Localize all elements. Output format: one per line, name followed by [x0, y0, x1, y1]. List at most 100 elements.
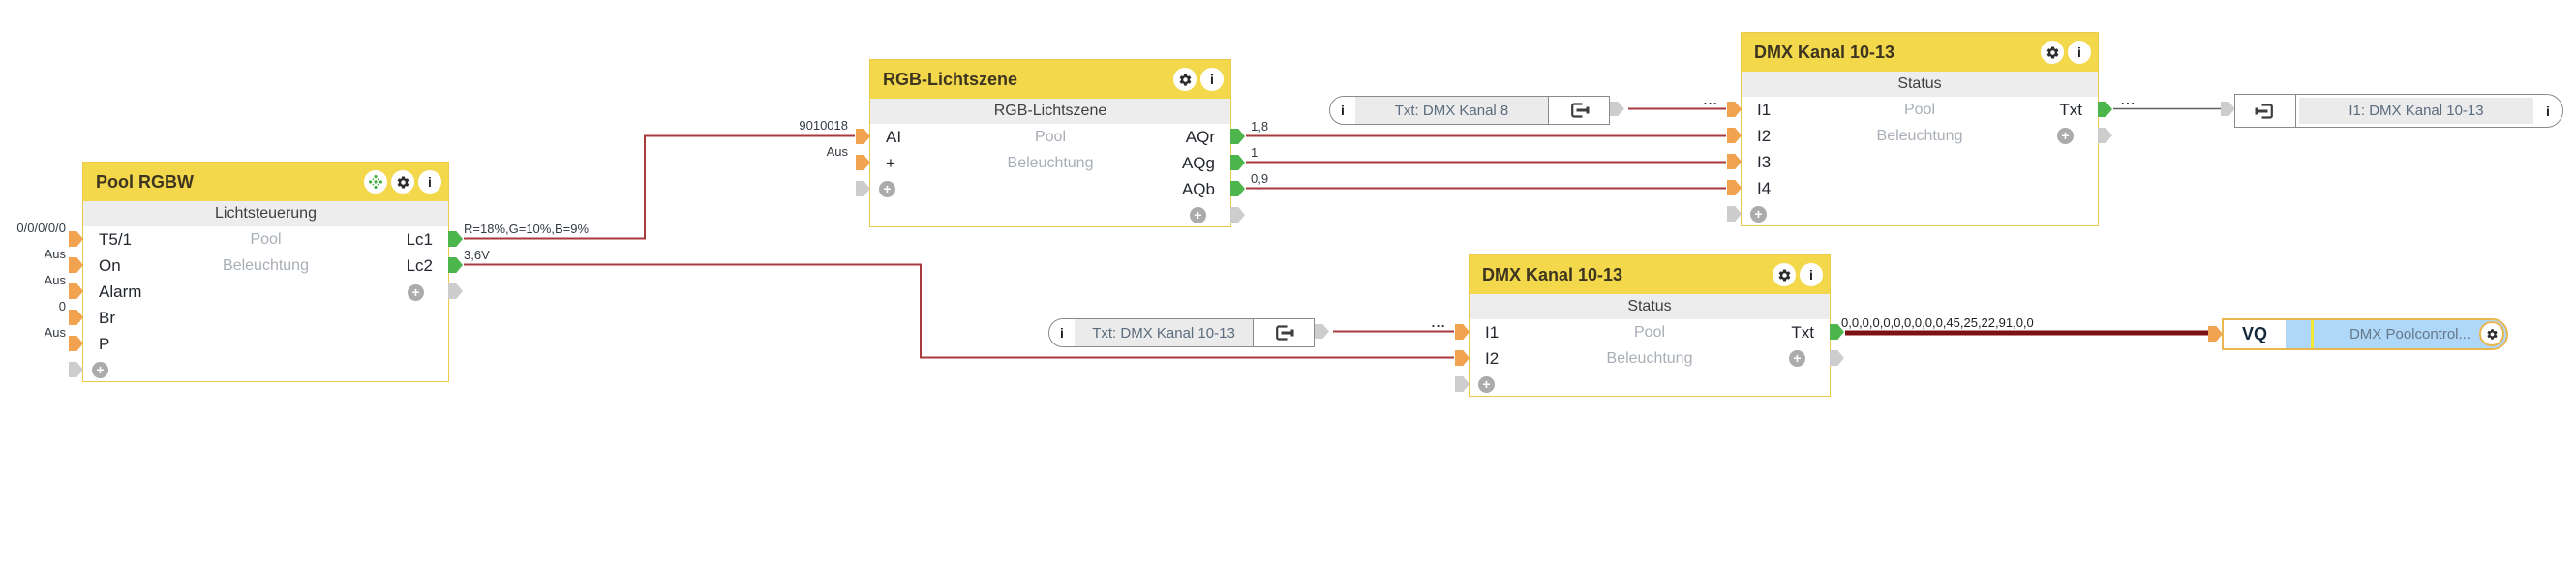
connector-label: Txt: DMX Kanal 10-13 [1075, 319, 1253, 346]
move-icon[interactable] [364, 170, 387, 194]
wire-continuation-marker: ... [2121, 93, 2137, 107]
input-port-t51[interactable] [69, 231, 83, 247]
output-label-aqg: AQg [1181, 154, 1215, 172]
input-port-i1[interactable] [1727, 102, 1742, 117]
add-input-button[interactable]: + [1750, 206, 1767, 223]
input-port-ai[interactable] [856, 129, 870, 144]
info-icon[interactable]: i [2546, 103, 2550, 119]
connector-nub[interactable] [2221, 102, 2235, 116]
input-value-plus: Aus [826, 144, 848, 159]
output-port-add[interactable] [1830, 350, 1844, 366]
info-icon[interactable]: i [1800, 263, 1823, 286]
output-port-lc1[interactable] [448, 231, 463, 247]
wire-value-aqr: 1,8 [1251, 119, 1269, 134]
input-port-i4[interactable] [1727, 180, 1742, 195]
block-subtitle: Status [1742, 72, 2098, 97]
block-dmx-kanal-10-13-top[interactable]: DMX Kanal 10-13 i Status Pool Beleuchtun… [1727, 32, 2112, 226]
info-icon[interactable]: i [418, 170, 441, 194]
vq-device-label: DMX Poolcontrol... [2314, 320, 2506, 348]
wire-value-txt-stream: 0,0,0,0,0,0,0,0,0,0,45,25,22,91,0,0 [1841, 315, 2034, 330]
wire-value-lc1: R=18%,G=10%,B=9% [464, 222, 589, 236]
add-input-button[interactable]: + [92, 362, 108, 378]
input-port-i2[interactable] [1727, 128, 1742, 143]
block-header[interactable]: DMX Kanal 10-13 i [1742, 33, 2098, 72]
block-header[interactable]: DMX Kanal 10-13 i [1470, 255, 1830, 294]
info-icon[interactable]: i [2068, 41, 2091, 64]
info-icon[interactable]: i [1341, 103, 1345, 118]
input-label-ai: AI [886, 128, 902, 146]
input-value-p: Aus [44, 325, 66, 340]
gear-icon[interactable] [2041, 41, 2064, 64]
input-label-plus: + [886, 154, 895, 172]
export-icon [1548, 97, 1609, 124]
block-desc-line2: Beleuchtung [1876, 128, 1963, 144]
wire-continuation-marker: ... [1703, 93, 1718, 107]
output-port-txt[interactable] [2098, 102, 2112, 117]
output-port-aqb[interactable] [1230, 181, 1245, 196]
gear-icon[interactable] [2479, 321, 2504, 346]
input-label-i1: I1 [1757, 101, 1772, 119]
output-label-lc2: Lc2 [406, 256, 433, 275]
output-label-aqr: AQr [1185, 128, 1215, 146]
import-icon [2235, 95, 2296, 127]
input-port-alarm[interactable] [69, 283, 83, 299]
wire-value-aqb: 0,9 [1251, 171, 1269, 186]
add-input-button[interactable]: + [879, 181, 895, 197]
block-desc-line2: Beleuchtung [1007, 155, 1094, 171]
output-label-lc1: Lc1 [406, 230, 433, 249]
info-icon[interactable]: i [1060, 325, 1064, 341]
input-port-i1[interactable] [1455, 324, 1470, 340]
block-pool-rgbw[interactable]: Pool RGBW i Lichtsteuerung Pool [69, 162, 463, 382]
input-flag-i1-dmx-kanal-10-13[interactable]: I1: DMX Kanal 10-13 i [2234, 94, 2563, 128]
block-subtitle: Status [1470, 294, 1830, 319]
input-label-i3: I3 [1757, 153, 1772, 171]
input-port-add[interactable] [856, 181, 870, 196]
vq-device-box[interactable]: VQ DMX Poolcontrol... [2222, 318, 2508, 350]
block-subtitle: Lichtsteuerung [83, 201, 448, 226]
gear-icon[interactable] [391, 170, 414, 194]
add-input-button[interactable]: + [1478, 376, 1495, 393]
input-port-plus[interactable] [856, 155, 870, 170]
gear-icon[interactable] [1173, 68, 1197, 91]
text-connector-dmx-kanal-8[interactable]: i Txt: DMX Kanal 8 [1329, 96, 1610, 125]
connector-nub[interactable] [1610, 102, 1624, 116]
output-port-lc2[interactable] [448, 257, 463, 273]
input-port-on[interactable] [69, 257, 83, 273]
add-output-button[interactable]: + [1190, 207, 1206, 223]
info-icon[interactable]: i [1200, 68, 1224, 91]
output-port-add[interactable] [1230, 207, 1245, 223]
output-port-txt[interactable] [1830, 324, 1844, 340]
vq-input-port[interactable] [2208, 326, 2223, 342]
add-output-button[interactable]: + [2057, 128, 2074, 144]
output-label-txt: Txt [1791, 323, 1814, 342]
block-title: RGB-Lichtszene [883, 70, 1018, 89]
wire-lc1-to-ai[interactable] [464, 134, 855, 240]
input-label-i2: I2 [1757, 127, 1772, 145]
block-header[interactable]: RGB-Lichtszene i [870, 60, 1230, 99]
input-value-t51: 0/0/0/0/0 [16, 221, 66, 235]
input-value-on: Aus [44, 247, 66, 261]
block-header[interactable]: Pool RGBW i [83, 163, 448, 201]
input-port-br[interactable] [69, 310, 83, 325]
block-dmx-kanal-10-13-bottom[interactable]: DMX Kanal 10-13 i Status Pool Beleuchtun… [1455, 254, 1844, 397]
block-rgb-lichtszene[interactable]: RGB-Lichtszene i RGB-Lichtszene Pool Bel… [856, 59, 1245, 227]
input-port-add[interactable] [69, 362, 83, 377]
input-port-i2[interactable] [1455, 350, 1470, 366]
input-port-add[interactable] [1455, 376, 1470, 392]
add-output-button[interactable]: + [408, 284, 424, 301]
output-port-aqg[interactable] [1230, 155, 1245, 170]
wire-lc2-to-i2[interactable] [464, 263, 1454, 359]
input-port-i3[interactable] [1727, 154, 1742, 169]
gear-icon[interactable] [1773, 263, 1796, 286]
connector-nub[interactable] [1315, 324, 1329, 339]
output-port-aqr[interactable] [1230, 129, 1245, 144]
output-port-add[interactable] [448, 283, 463, 299]
input-port-p[interactable] [69, 336, 83, 351]
text-connector-dmx-kanal-10-13[interactable]: i Txt: DMX Kanal 10-13 [1048, 318, 1315, 347]
add-output-button[interactable]: + [1789, 350, 1805, 367]
input-port-add[interactable] [1727, 206, 1742, 222]
output-label-txt: Txt [2059, 101, 2082, 119]
vq-spacer [2286, 320, 2311, 348]
output-port-add[interactable] [2098, 128, 2112, 143]
input-label-br: Br [99, 309, 115, 327]
